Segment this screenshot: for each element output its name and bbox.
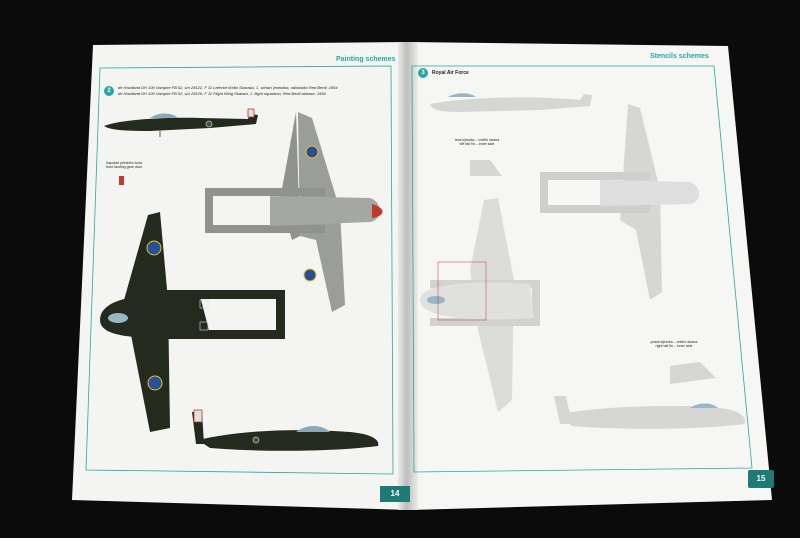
left-caption-1: de Havilland DH 100 Vampire FB 52, s/n 2… xyxy=(118,85,338,90)
gear-note-en: front landing gear door xyxy=(105,165,143,170)
right-page xyxy=(408,42,772,510)
left-fin-note-cz: levá kýlovka – vnitřní strana xyxy=(454,138,500,142)
left-page-number: 14 xyxy=(390,489,400,498)
right-fin-note-en: right tail fin – inner side xyxy=(655,344,693,349)
right-frame xyxy=(411,65,753,473)
top-view-grey-aircraft xyxy=(205,112,383,312)
right-fin-drawing xyxy=(670,362,716,384)
bottom-view-raf-aircraft xyxy=(420,198,540,412)
left-page-header: Painting schemes xyxy=(336,56,396,63)
small-fin-drawing xyxy=(470,160,502,176)
left-page-tab xyxy=(380,486,410,502)
left-caption-2: de Havilland DH 100 Vampire FB 52, s/n 2… xyxy=(118,91,326,96)
side-profile-aircraft-top xyxy=(104,108,258,137)
left-frame xyxy=(85,65,394,475)
right-page-header: Stencils schemes xyxy=(650,53,709,60)
side-profile-raf-bottom xyxy=(554,396,745,429)
gear-note: Kapotáž předního kola front landing gear… xyxy=(104,161,144,170)
right-fin-note-cz: pravá kýlovka – vnitřní strana xyxy=(650,340,698,344)
side-profile-aircraft-bottom xyxy=(192,409,379,451)
side-profile-raf-top xyxy=(430,93,592,112)
right-fin-note: pravá kýlovka – vnitřní strana right tai… xyxy=(642,340,706,349)
left-fin-note: levá kýlovka – vnitřní strana left tail … xyxy=(448,138,506,147)
left-fin-note-en: left tail fin – inner side xyxy=(459,142,495,147)
book-spine xyxy=(398,42,418,510)
gear-door-icon xyxy=(119,176,124,185)
right-page-number: 15 xyxy=(756,474,766,483)
right-section-title: Royal Air Force xyxy=(432,70,469,76)
gear-note-cz: Kapotáž předního kola xyxy=(106,161,142,165)
left-scheme-badge: 2 xyxy=(104,86,114,96)
right-scheme-badge: 3 xyxy=(418,68,428,78)
right-page-tab xyxy=(748,470,774,488)
bottom-view-dark-aircraft xyxy=(100,212,285,432)
top-view-raf-aircraft xyxy=(540,104,699,300)
